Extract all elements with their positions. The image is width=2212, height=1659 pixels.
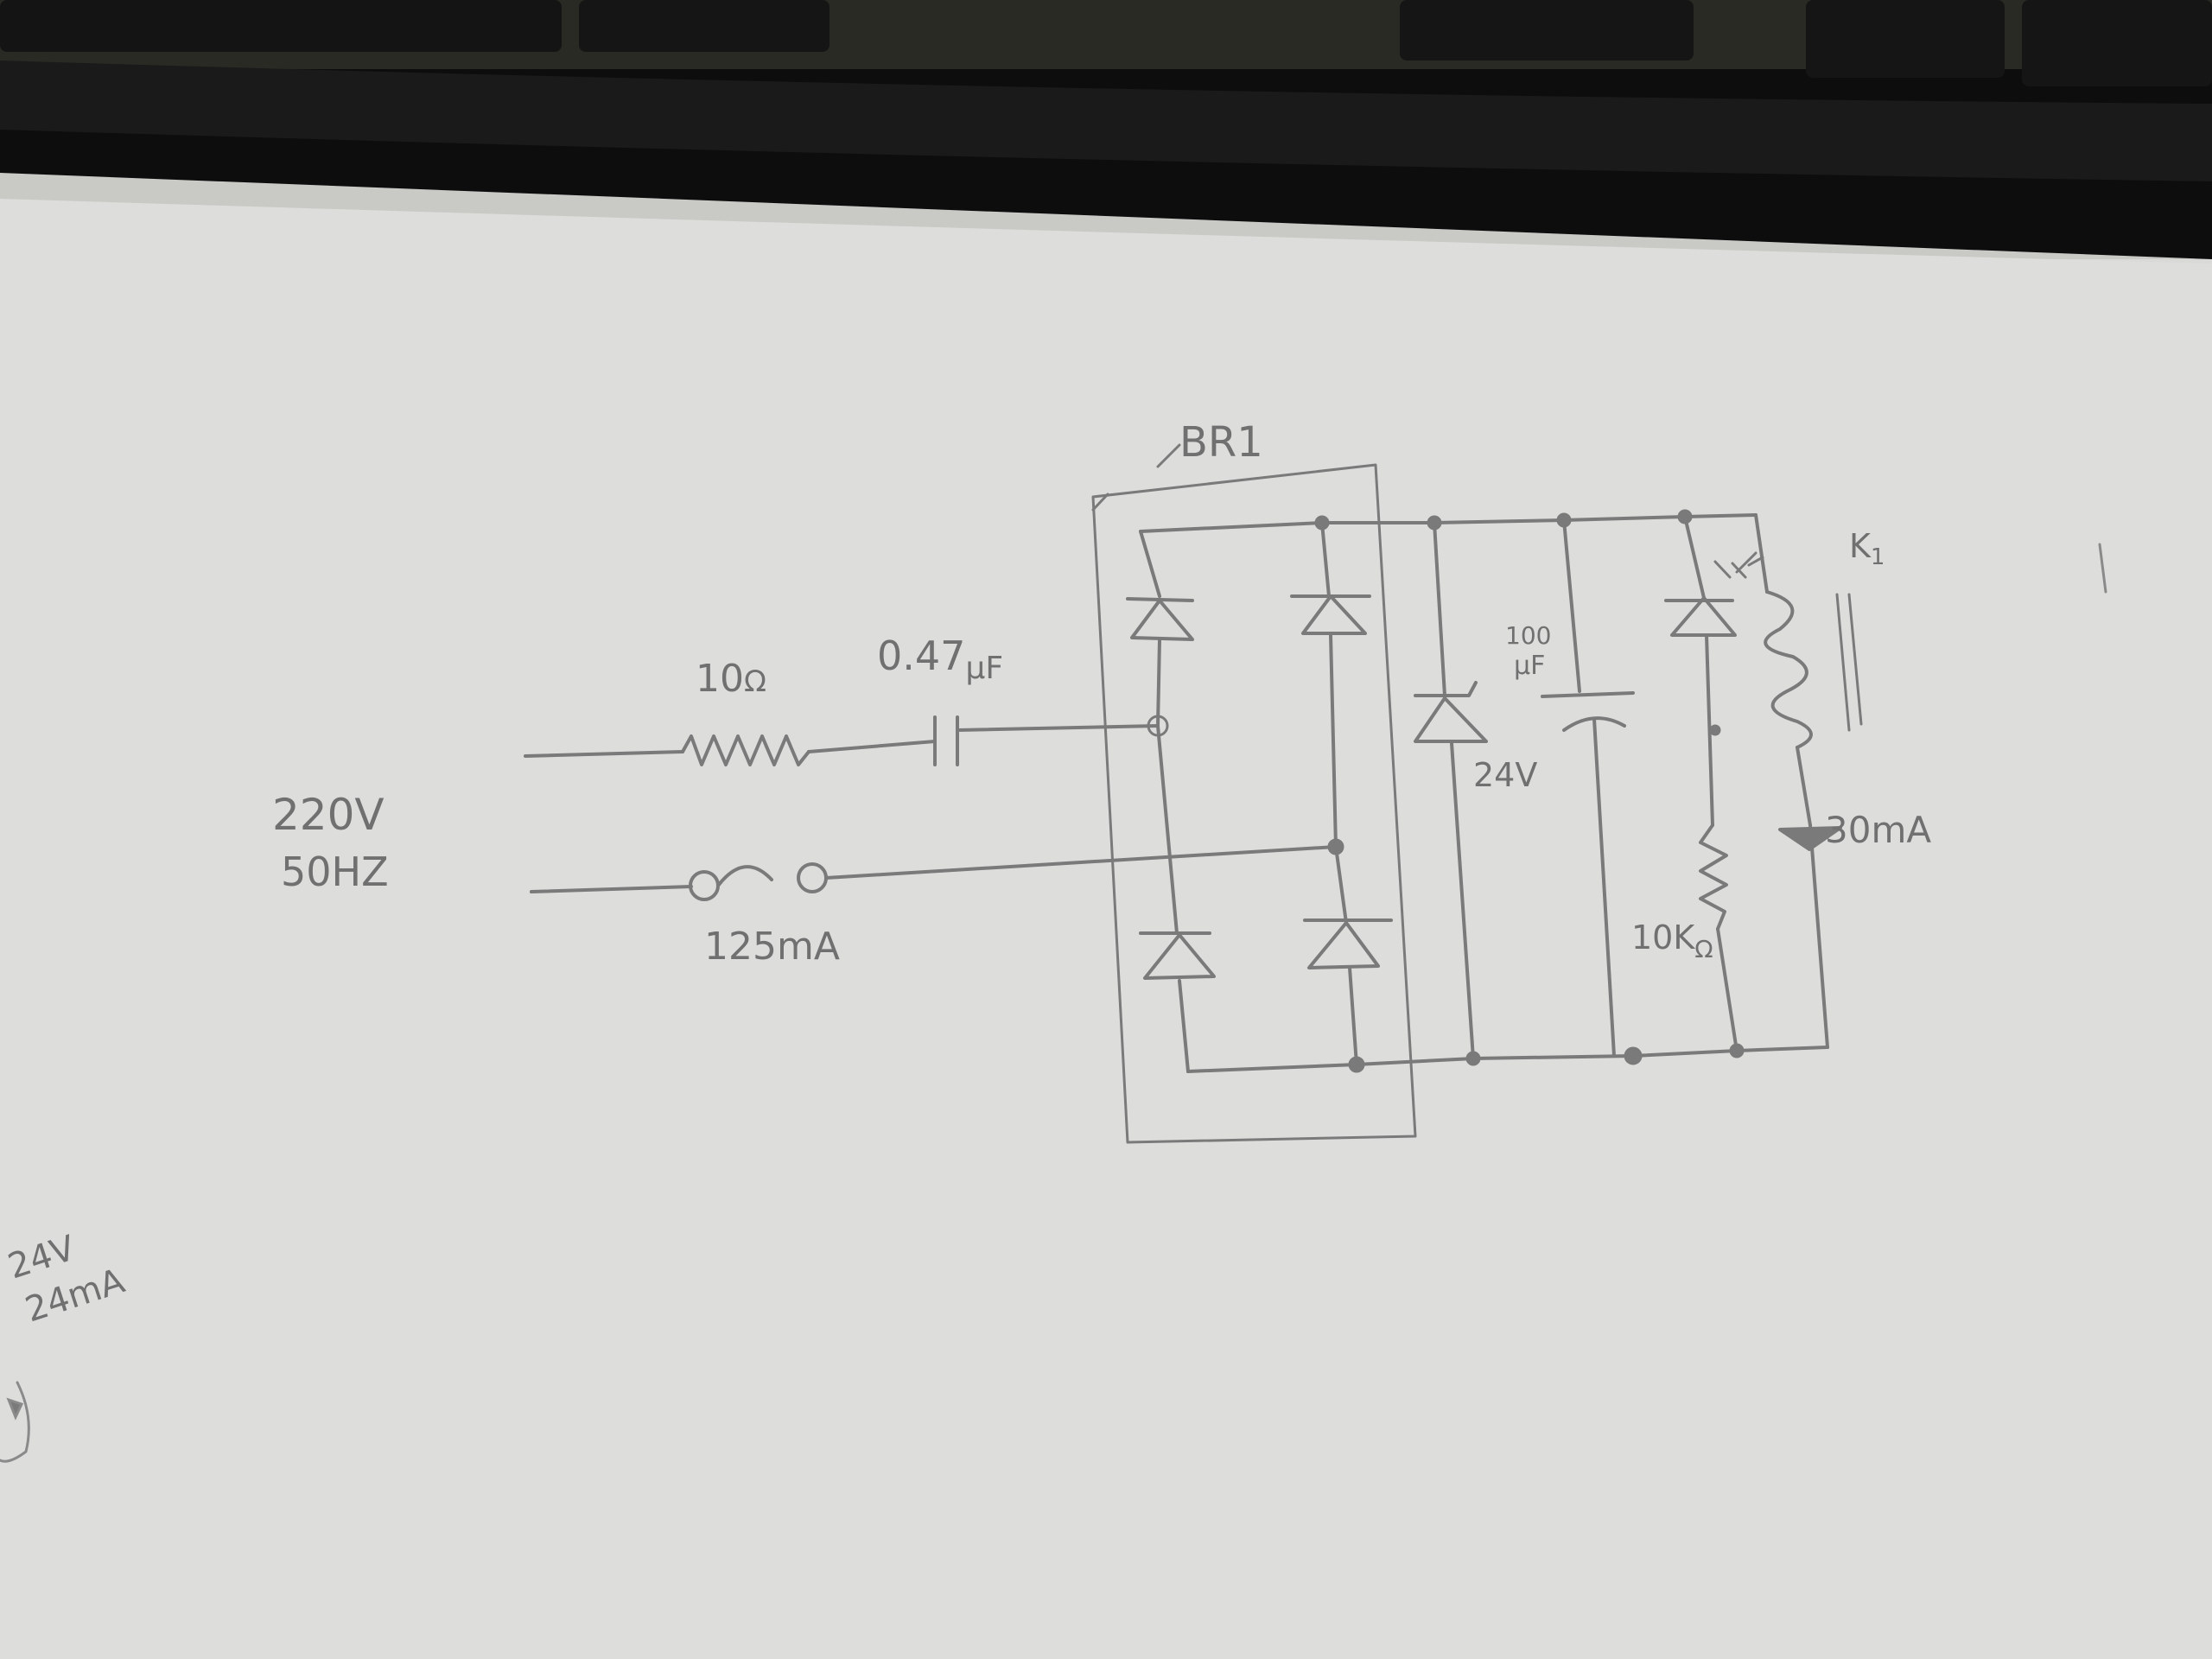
bridge-left-upper-wire (1139, 530, 1161, 598)
fuse-rating-label: 125mA (704, 925, 840, 969)
junction-bridge-minus (1348, 1056, 1365, 1073)
diode-d3 (1143, 933, 1216, 980)
zener-lower-wire (1450, 741, 1475, 1060)
wire-r-to-c (807, 740, 937, 753)
relay-lower-wire (1808, 823, 1829, 1049)
bridge-designator: BR1 (1179, 418, 1263, 467)
relay-core-line-2 (1847, 593, 1863, 726)
filter-capacitor-lower-wire (1592, 717, 1616, 1058)
keyboard-edge (0, 0, 2212, 259)
junction-cap-top (1556, 512, 1572, 528)
stray-mark-right (2098, 543, 2107, 594)
source-voltage-label: 220V (272, 790, 385, 840)
bridge-left-bottom-wire (1178, 979, 1190, 1073)
capacitor-series-label: 0.47μF (877, 632, 1003, 686)
stray-arrow-left (6, 1397, 24, 1421)
relay-upper-wire (1754, 513, 1769, 594)
input-wire-bottom (530, 885, 693, 893)
paper-background (0, 199, 2212, 1659)
junction-resistor-bottom (1729, 1043, 1745, 1058)
wire-fuse-to-bridge (824, 845, 1338, 880)
junction-led-mid (1709, 724, 1721, 736)
filter-capacitor-value: 100 (1505, 621, 1551, 650)
bridge-right-upper-wire (1320, 521, 1331, 598)
fuse-link (716, 865, 773, 887)
bridge-label-leader (1156, 443, 1181, 468)
bridge-right-bottom-wire (1348, 966, 1358, 1066)
junction-bridge-ac1 (1147, 715, 1169, 737)
bridge-outline (1091, 463, 1417, 1144)
source-frequency-label: 50HZ (281, 849, 389, 895)
relay-mid-wire (1796, 746, 1812, 827)
junction-zener-bottom (1465, 1051, 1481, 1066)
resistor-series-label: 10Ω (696, 657, 766, 701)
junction-bridge-ac2 (1327, 838, 1344, 855)
wire-c-to-bridge (956, 724, 1160, 732)
series-resistor (681, 734, 810, 766)
relay-designator: K1 (1849, 527, 1885, 570)
diode-d2 (1301, 594, 1367, 635)
filter-capacitor-plate-top (1541, 691, 1635, 698)
zener-bar (1414, 681, 1478, 697)
bridge-left-lower-wire (1156, 724, 1179, 935)
led-upper-wire (1683, 515, 1706, 600)
bridge-left-mid-wire (1156, 638, 1161, 728)
led-resistor (1699, 823, 1728, 931)
relay-coil (1764, 590, 1813, 749)
bridge-pointer (1091, 493, 1109, 512)
zener-upper-wire (1433, 521, 1446, 697)
positive-rail (1139, 513, 1758, 533)
diode-d1-bar (1126, 597, 1194, 602)
relay-core-line-1 (1835, 593, 1851, 732)
negative-rail (1186, 1046, 1829, 1073)
junction-bridge-plus (1314, 515, 1330, 531)
filter-capacitor-unit: μF (1514, 651, 1545, 681)
bridge-right-mid-wire (1329, 633, 1338, 849)
junction-led-top (1677, 509, 1693, 524)
current-arrow (1778, 826, 1842, 851)
led-resistor-label: 10KΩ (1631, 918, 1713, 963)
led-light-arrowheads (1735, 551, 1764, 574)
diode-d1 (1130, 599, 1194, 641)
zener-voltage-label: 24V (1473, 756, 1537, 794)
led-diode (1670, 596, 1737, 637)
input-wire-top (524, 750, 684, 758)
filter-capacitor-upper-wire (1562, 518, 1581, 693)
junction-zener-top (1427, 515, 1442, 531)
zener-diode (1414, 696, 1488, 743)
bridge-right-lower-wire (1334, 845, 1348, 925)
relay-current-label: 30mA (1825, 809, 1931, 851)
resistor-lower-wire (1716, 927, 1738, 1052)
junction-cap-bottom (1624, 1046, 1643, 1065)
stray-mark-left (0, 1381, 30, 1463)
diode-d4 (1307, 921, 1380, 969)
